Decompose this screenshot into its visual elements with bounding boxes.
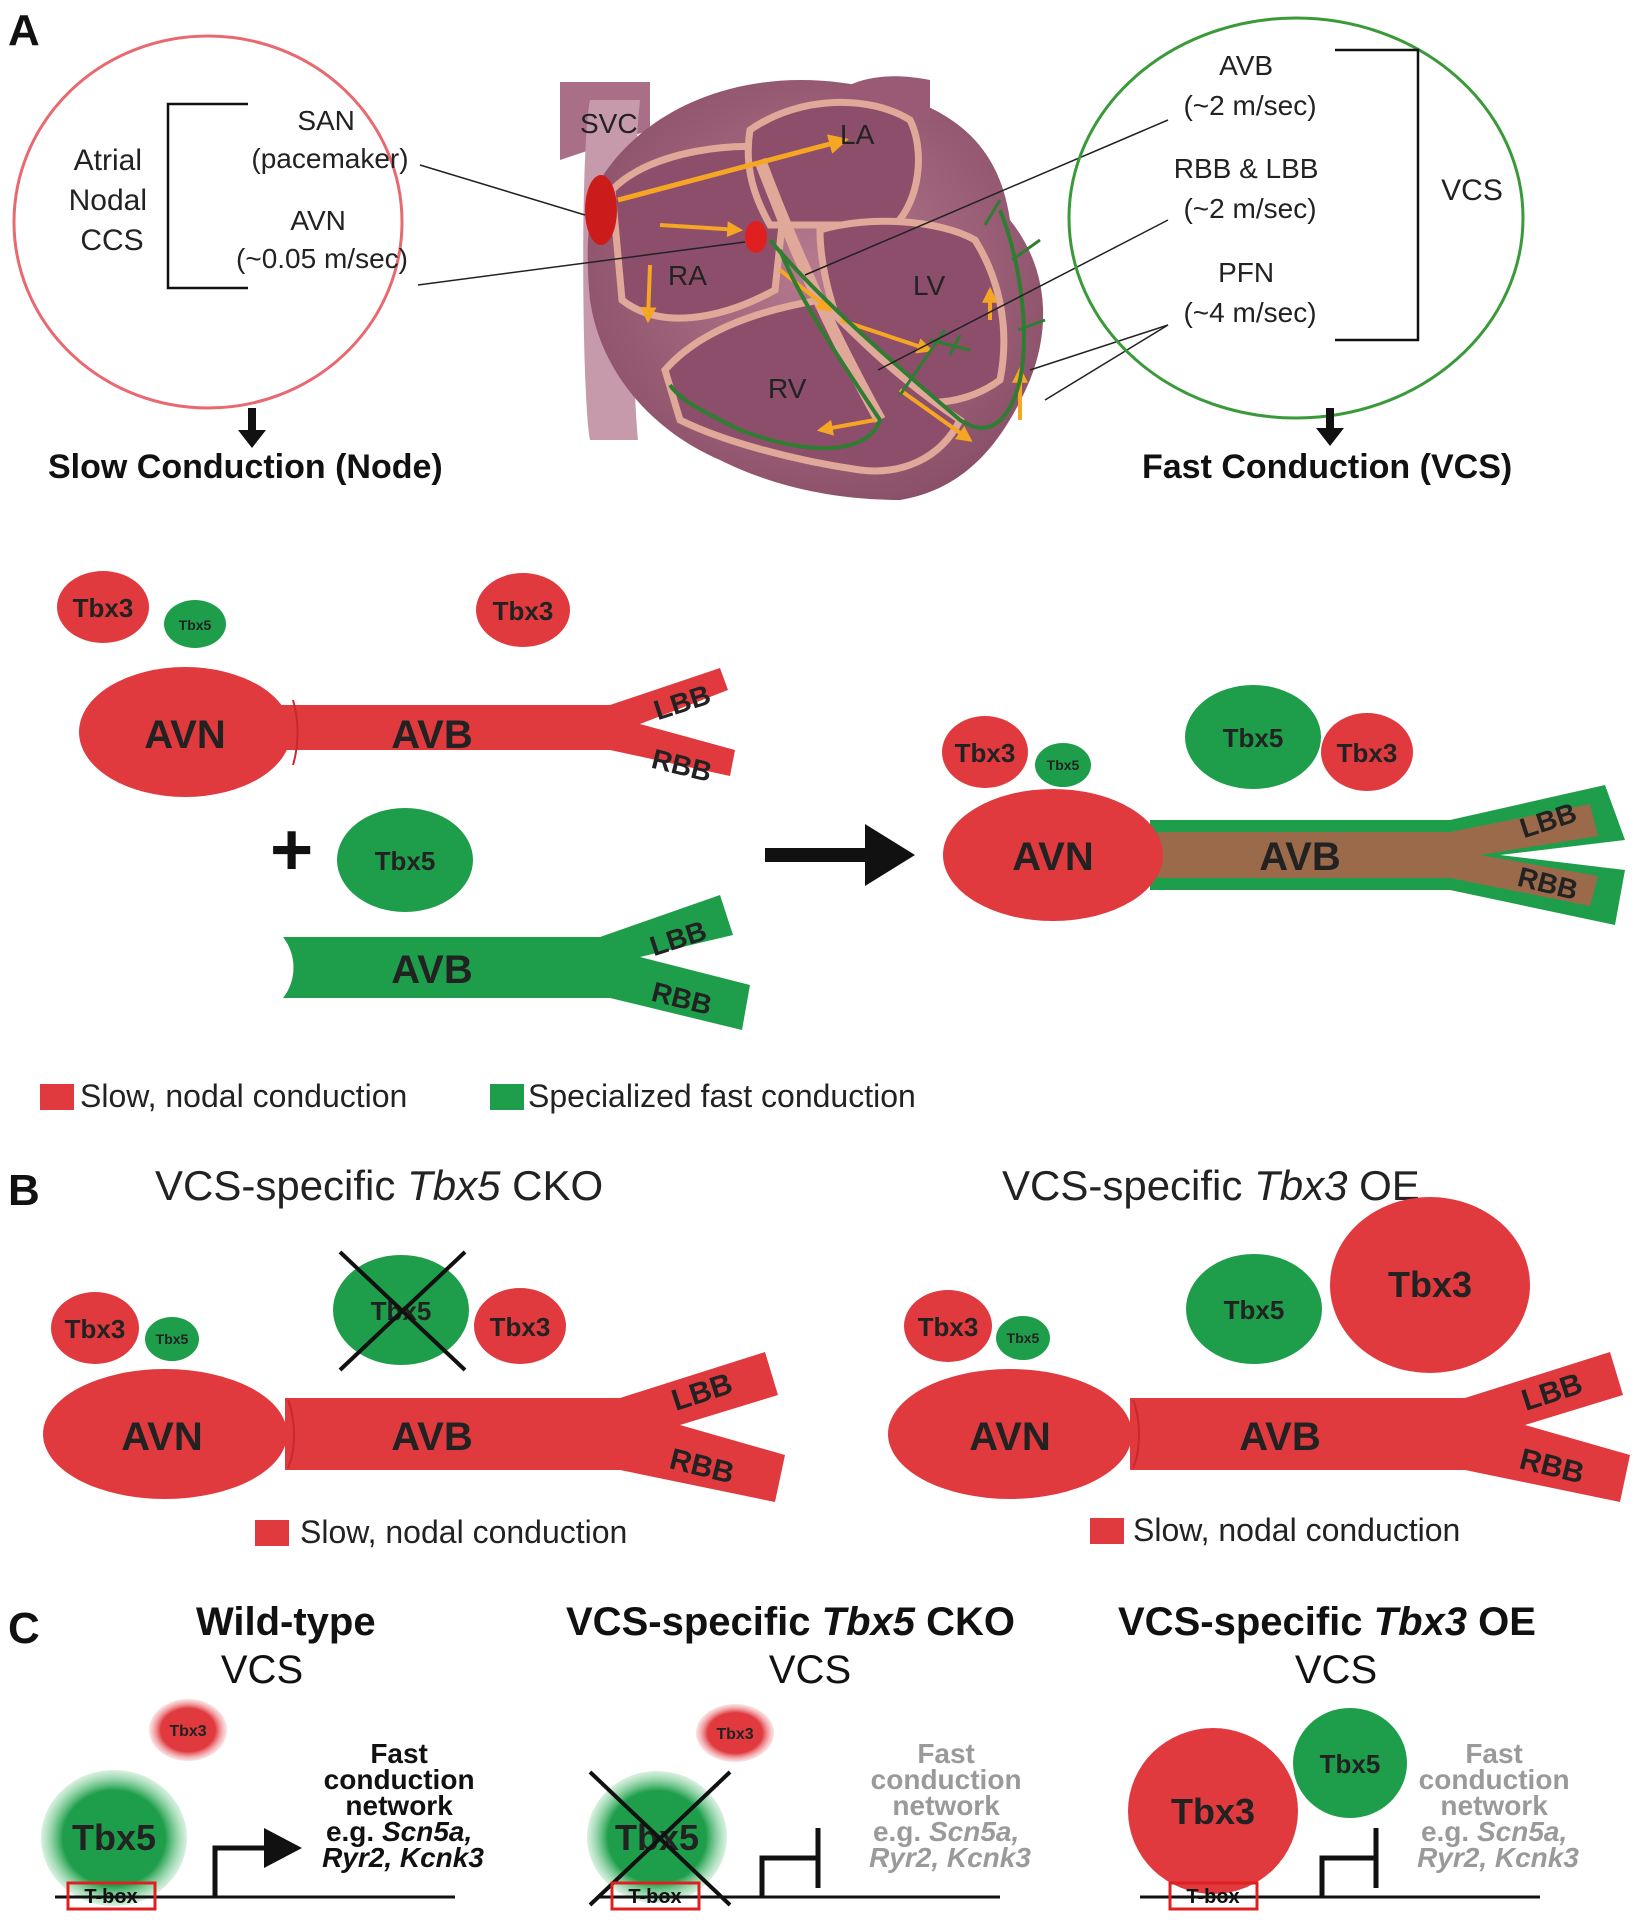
slow-conduction-label: Slow Conduction (Node) xyxy=(48,448,443,486)
tbx3-small-label: Tbx3 xyxy=(716,1726,753,1743)
network-label-inactive: Fast conduction network e.g. Scn5a, Ryr2… xyxy=(869,1738,1031,1873)
tbx5-label: Tbx5 xyxy=(1320,1749,1381,1779)
tbx5-small-label: Tbx5 xyxy=(156,1331,189,1347)
tbox-label: T-box xyxy=(628,1886,681,1908)
col2-title: VCS-specific Tbx5 CKO xyxy=(566,1600,1015,1644)
bundle-branches-speed-label: RBB & LBB (~2 m/sec) xyxy=(1174,153,1327,224)
fast-legend-swatch xyxy=(490,1084,524,1110)
slow-legend-label: Slow, nodal conduction xyxy=(80,1078,407,1114)
tbox-label: T-box xyxy=(84,1886,137,1908)
pfn-speed-label: PFN (~4 m/sec) xyxy=(1183,257,1316,328)
avn-label: AVN xyxy=(1012,835,1093,879)
heart-illustration xyxy=(560,76,1046,501)
slow-down-arrow xyxy=(238,408,266,448)
avb-label: AVB xyxy=(391,713,472,757)
vcs-bracket xyxy=(1335,48,1420,342)
tbx3-label: Tbx3 xyxy=(490,1312,551,1342)
slow-legend-swatch xyxy=(1090,1518,1124,1544)
knockout-x-mark xyxy=(338,1250,467,1372)
network-label-active: Fast conduction network e.g. Scn5a, Ryr2… xyxy=(322,1738,484,1873)
network-label-inactive: Fast conduction network e.g. Scn5a, Ryr2… xyxy=(1417,1738,1579,1873)
tbox-site xyxy=(610,1881,701,1911)
atrial-nodal-oval xyxy=(12,34,404,410)
col3-subtitle: VCS xyxy=(1295,1648,1377,1692)
tbx5-small-label: Tbx5 xyxy=(179,617,212,633)
avb-label: AVB xyxy=(391,948,472,992)
fast-vcs-diagram: AVB LBB RBB xyxy=(283,895,750,1030)
combined-diagram: Tbx3 Tbx5 Tbx5 Tbx3 AVN AVB LBB RBB xyxy=(942,685,1625,925)
blocked-transcription-mark xyxy=(759,1828,821,1897)
panel-a-legend: Slow, nodal conduction Specialized fast … xyxy=(40,1078,916,1114)
atrial-nodal-bracket xyxy=(166,102,248,290)
tbx5-factor xyxy=(337,808,473,912)
col2-subtitle: VCS xyxy=(769,1648,851,1692)
ra-label: RA xyxy=(668,260,707,291)
tbx3-label: Tbx3 xyxy=(918,1312,979,1342)
lv-label: LV xyxy=(913,270,945,301)
tbx3-oe-promoter: Tbx5 Tbx3 T-box Fast conduction network … xyxy=(1128,1708,1579,1911)
panel-letter-a: A xyxy=(8,6,40,55)
tbox-label: T-box xyxy=(1186,1886,1239,1908)
tbx5-cko-diagram: Tbx3 Tbx5 Tbx5 Tbx3 AVN AVB LBB RBB Slow… xyxy=(43,1250,785,1550)
avb-label: AVB xyxy=(1239,1415,1320,1459)
panel-b-right-title: VCS-specific Tbx3 OE xyxy=(1002,1162,1420,1209)
blocked-transcription-mark xyxy=(1319,1828,1379,1897)
wildtype-nodal-diagram: Tbx3 Tbx5 Tbx3 AVN AVB LBB RBB xyxy=(57,571,735,797)
tbx5-large-label: Tbx5 xyxy=(72,1817,156,1858)
panel-letter-b: B xyxy=(8,1166,40,1215)
rv-label: RV xyxy=(768,373,807,404)
san-label: SAN (pacemaker) xyxy=(251,105,408,174)
tbx5-label: Tbx5 xyxy=(375,846,436,876)
slow-legend-swatch xyxy=(40,1084,74,1110)
callout-lines xyxy=(417,119,1169,401)
vcs-group-label: VCS xyxy=(1441,174,1503,207)
wildtype-promoter: Tbx3 Tbx5 T-box Fast conduction network … xyxy=(41,1699,484,1911)
col1-title: Wild-type VCS xyxy=(196,1600,380,1692)
fast-legend-label: Specialized fast conduction xyxy=(528,1078,916,1114)
tbx3-label: Tbx3 xyxy=(73,593,134,623)
tbx3-label: Tbx3 xyxy=(65,1314,126,1344)
tbx5-label: Tbx5 xyxy=(1224,1295,1285,1325)
slow-legend-swatch xyxy=(255,1520,289,1546)
tbx3-small-label: Tbx3 xyxy=(169,1723,206,1740)
tbx5-label: Tbx5 xyxy=(1223,723,1284,753)
tbx5-small-label: Tbx5 xyxy=(1047,757,1080,773)
tbx5-small-label: Tbx5 xyxy=(1007,1330,1040,1346)
avb-label: AVB xyxy=(1259,835,1340,879)
slow-legend-label: Slow, nodal conduction xyxy=(300,1514,627,1550)
plus-sign: + xyxy=(270,808,313,891)
avn-label: AVN xyxy=(144,713,225,757)
fast-conduction-label: Fast Conduction (VCS) xyxy=(1142,448,1512,486)
avb-speed-label: AVB (~2 m/sec) xyxy=(1183,50,1316,121)
avn-label: AVN xyxy=(121,1415,202,1459)
col3-title: VCS-specific Tbx3 OE xyxy=(1118,1600,1536,1644)
atrial-nodal-ccs-label: Atrial Nodal CCS xyxy=(69,144,156,257)
active-transcription-arrow xyxy=(212,1845,268,1897)
panel-b-left-title: VCS-specific Tbx5 CKO xyxy=(155,1162,603,1209)
panel-letter-c: C xyxy=(8,1604,40,1653)
avb-label: AVB xyxy=(391,1415,472,1459)
vcs-oval xyxy=(1067,16,1525,420)
fast-down-arrow xyxy=(1316,408,1344,446)
svc-label: SVC xyxy=(580,108,638,139)
avn-speed-label: AVN (~0.05 m/sec) xyxy=(236,205,408,274)
avn-label: AVN xyxy=(969,1415,1050,1459)
tbx3-label: Tbx3 xyxy=(955,738,1016,768)
tbx3-large-label: Tbx3 xyxy=(1388,1264,1472,1305)
lbb-label: LBB xyxy=(650,679,714,726)
tbx5-cko-promoter: Tbx3 Tbx5 T-box Fast conduction network … xyxy=(587,1704,1031,1911)
tbx3-label: Tbx3 xyxy=(1337,738,1398,768)
tbx3-large-label: Tbx3 xyxy=(1171,1791,1255,1832)
la-label: LA xyxy=(840,119,875,150)
tbx3-oe-diagram: Tbx3 Tbx5 Tbx5 Tbx3 AVN AVB LBB RBB Slow… xyxy=(888,1197,1630,1548)
tbox-site xyxy=(1168,1881,1259,1911)
slow-legend-label: Slow, nodal conduction xyxy=(1133,1512,1460,1548)
tbox-site xyxy=(66,1881,157,1911)
tbx3-label: Tbx3 xyxy=(493,596,554,626)
combination-arrow xyxy=(765,824,915,886)
